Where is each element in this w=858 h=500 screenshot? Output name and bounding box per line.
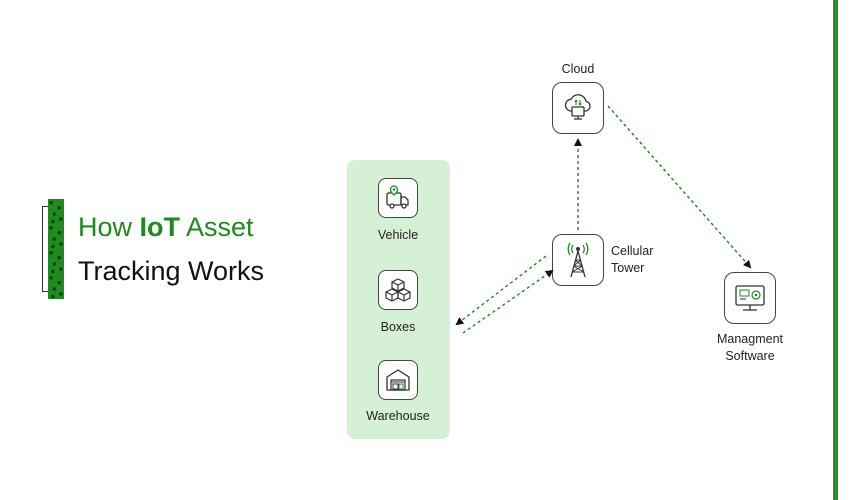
boxes-node: [378, 270, 418, 310]
edge-decoration: [833, 0, 838, 500]
cloud-node: [552, 82, 604, 134]
title-bold-word: IoT: [139, 212, 181, 242]
monitor-software-icon: [735, 285, 765, 311]
management-software-label-line1: Managment: [716, 332, 783, 346]
cloud-label: Cloud: [561, 62, 595, 76]
title-line-1: How IoT Asset: [78, 212, 254, 243]
cellular-tower-label-line2: Tower: [611, 261, 645, 275]
cellular-tower-label-line1: Cellular: [611, 244, 654, 258]
vehicle-label: Vehicle: [377, 228, 419, 242]
boxes-icon: [385, 278, 411, 302]
title-prefix: How: [78, 212, 140, 242]
management-software-label-line2: Software: [725, 349, 775, 363]
boxes-label: Boxes: [380, 320, 416, 334]
management-software-node: [724, 272, 776, 324]
warehouse-icon: [386, 369, 410, 391]
title-line-2: Tracking Works: [78, 256, 265, 286]
management-software-label: Managment Software: [700, 331, 800, 365]
warehouse-label: Warehouse: [366, 409, 430, 423]
cell-tower-icon: [567, 242, 589, 278]
cellular-tower-label: Cellular Tower: [611, 243, 653, 277]
title-bracket: [42, 206, 50, 292]
connector-tower-to-devices: [455, 255, 547, 326]
connector-devices-to-tower: [462, 269, 554, 334]
cloud-computer-icon: [564, 94, 591, 120]
vehicle-location-icon: [386, 185, 409, 209]
vehicle-node: [378, 178, 418, 218]
title-suffix: Asset: [180, 212, 254, 242]
warehouse-node: [378, 360, 418, 400]
title-accent-bar: [48, 199, 64, 299]
cellular-tower-node: [552, 234, 604, 286]
